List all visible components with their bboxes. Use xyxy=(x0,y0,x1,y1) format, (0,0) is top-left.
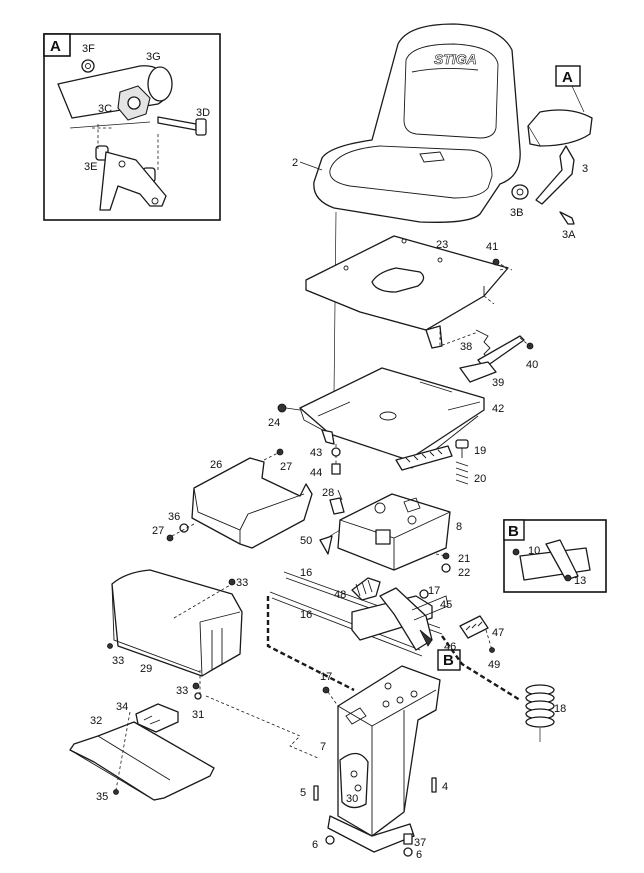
label-6-right: 6 xyxy=(416,849,422,861)
label-48: 48 xyxy=(334,589,346,601)
label-8: 8 xyxy=(456,521,462,533)
seat-plate-23: 23 41 xyxy=(305,235,513,349)
detail-inset-a: A 3F 3G 3C 3D 3E xyxy=(43,33,221,221)
inset-a-label-3d: 3D xyxy=(196,107,210,119)
label-29: 29 xyxy=(140,663,152,675)
label-5: 5 xyxy=(300,787,306,799)
label-7: 7 xyxy=(320,741,326,753)
label-27-upper: 27 xyxy=(280,461,292,473)
label-44: 44 xyxy=(310,467,322,479)
inset-a-label-3c: 3C xyxy=(98,103,112,115)
inset-b-title: B xyxy=(508,523,519,540)
label-22: 22 xyxy=(458,567,470,579)
label-19: 19 xyxy=(474,445,486,457)
inset-a-label-3g: 3G xyxy=(146,51,161,63)
label-3: 3 xyxy=(582,163,588,175)
label-41: 41 xyxy=(486,241,498,253)
label-45: 45 xyxy=(440,599,452,611)
label-26: 26 xyxy=(210,459,222,471)
inset-b-label-13: 13 xyxy=(574,575,586,587)
label-28: 28 xyxy=(322,487,334,499)
detail-inset-b: B 10 13 xyxy=(503,519,607,593)
label-18: 18 xyxy=(554,703,566,715)
label-3a: 3A xyxy=(562,229,576,241)
label-43: 43 xyxy=(310,447,322,459)
label-33-left: 33 xyxy=(112,655,124,667)
bottom-fasteners: 4 5 30 37 6 6 xyxy=(300,777,448,861)
foot-plate-32: 32 34 35 xyxy=(69,701,215,803)
label-38: 38 xyxy=(460,341,472,353)
slide-plate-42: 42 24 43 44 xyxy=(268,367,504,479)
label-17-upper: 17 xyxy=(428,585,440,597)
linkage-assembly: B 16 16 48 17 45 47 46 49 xyxy=(266,567,504,692)
label-17-lower: 17 xyxy=(320,671,332,683)
label-50: 50 xyxy=(300,535,312,547)
label-47: 47 xyxy=(492,627,504,639)
label-3b: 3B xyxy=(510,207,523,219)
control-box-8: 8 28 50 21 22 xyxy=(300,487,470,579)
label-16-bottom: 16 xyxy=(300,609,312,621)
label-2: 2 xyxy=(292,157,298,169)
label-49: 49 xyxy=(488,659,500,671)
label-27-lower: 27 xyxy=(152,525,164,537)
label-33-bottom: 33 xyxy=(176,685,188,697)
seat-brand-logo: STIGA xyxy=(434,51,477,67)
label-6-left: 6 xyxy=(312,839,318,851)
label-42: 42 xyxy=(492,403,504,415)
label-4: 4 xyxy=(442,781,448,793)
label-31: 31 xyxy=(192,709,204,721)
cover-29: 33 33 29 33 31 xyxy=(107,569,248,721)
label-32: 32 xyxy=(90,715,102,727)
inset-a-label-3e: 3E xyxy=(84,161,97,173)
callout-b: B xyxy=(443,652,454,669)
inset-a-label-3f: 3F xyxy=(82,43,95,55)
adjust-lever: 38 40 39 xyxy=(459,329,538,389)
label-46: 46 xyxy=(444,641,456,653)
label-20: 20 xyxy=(474,473,486,485)
label-21: 21 xyxy=(458,553,470,565)
label-35: 35 xyxy=(96,791,108,803)
label-34: 34 xyxy=(116,701,128,713)
label-30: 30 xyxy=(346,793,358,805)
label-23: 23 xyxy=(436,239,448,251)
label-37: 37 xyxy=(414,837,426,849)
pedestal-7: 17 7 xyxy=(205,665,441,853)
inset-a-title: A xyxy=(50,38,61,55)
tray-26: 26 27 36 27 xyxy=(152,448,313,549)
callout-a: A xyxy=(562,69,573,86)
spring-18: 18 xyxy=(441,635,566,742)
label-24: 24 xyxy=(268,417,280,429)
label-40: 40 xyxy=(526,359,538,371)
label-33-top: 33 xyxy=(236,577,248,589)
spring-19-20: 19 20 xyxy=(455,439,486,485)
label-39: 39 xyxy=(492,377,504,389)
label-16-top: 16 xyxy=(300,567,312,579)
label-36: 36 xyxy=(168,511,180,523)
armrest-assembly: A 3 3A 3B xyxy=(510,65,593,241)
seat-assembly: STIGA 2 xyxy=(292,23,521,223)
inset-b-label-10: 10 xyxy=(528,545,540,557)
